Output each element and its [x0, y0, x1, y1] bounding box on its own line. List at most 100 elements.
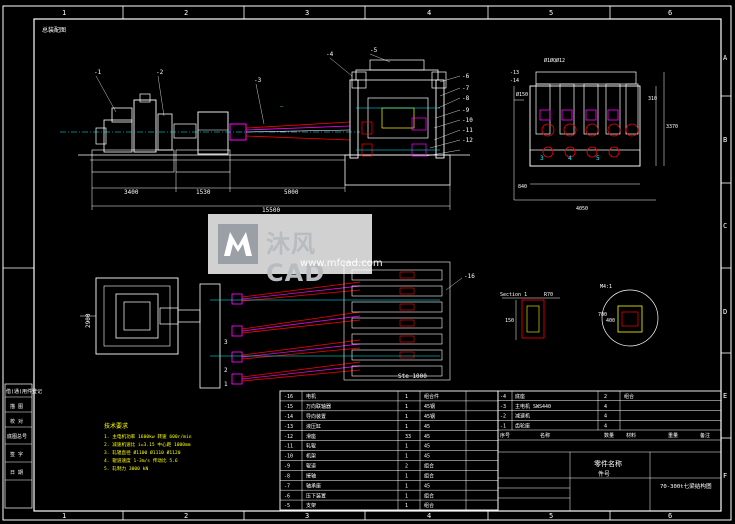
svg-text:5: 5: [596, 155, 600, 162]
svg-text:-7: -7: [462, 85, 470, 92]
row-label: A: [723, 54, 728, 62]
table-cell-material: 组合: [624, 393, 634, 400]
table-cell-name: 电机: [306, 393, 316, 400]
svg-text:—: —: [280, 104, 284, 110]
table-cell-qty: 1: [405, 454, 408, 460]
table-cell-qty: 1: [405, 424, 408, 430]
col-label: 3: [305, 512, 309, 520]
table-cell-qty: 1: [405, 483, 408, 489]
table-cell-name: 液压缸: [306, 423, 321, 430]
table-cell-no: -2: [500, 414, 506, 420]
table-cell-no: -4: [500, 394, 506, 400]
part-name: 零件名称: [594, 459, 622, 468]
table-cell-no: -14: [284, 414, 293, 420]
svg-text:-16: -16: [464, 273, 475, 280]
table-cell-material: 45: [424, 454, 430, 460]
col-label: 2: [184, 512, 188, 520]
svg-text:-5: -5: [370, 47, 378, 54]
table-cell-name: 底座: [515, 393, 525, 400]
dim-text: 15500: [262, 207, 280, 214]
table-cell-no: -16: [284, 394, 293, 400]
table-cell-name: 主电机 SWS440: [515, 403, 551, 410]
table-header-cell: 重量: [668, 432, 678, 439]
note-line: 4. 辊道速度 1-3m/s 传动比 5.6: [104, 457, 178, 464]
dim-text: 3400: [124, 189, 139, 196]
table-cell-qty: 1: [405, 473, 408, 479]
table-cell-qty: 4: [604, 423, 607, 429]
note-line: 5. 轧制力 3000 kN: [104, 465, 148, 472]
svg-text:Section 1: Section 1: [500, 292, 527, 298]
row-label: C: [723, 222, 727, 230]
table-cell-qty: 1: [405, 503, 408, 509]
note-line: 2. 减速机速比 i=3.15 中心距 1000mm: [104, 441, 191, 448]
table-cell-material: 组合: [424, 492, 434, 499]
svg-text:-9: -9: [462, 107, 470, 114]
table-cell-no: -9: [284, 464, 290, 470]
column-labels: 1 2 3 4 5 6 1 2 3 4 5 6: [62, 9, 672, 520]
svg-text:-6: -6: [462, 73, 470, 80]
table-cell-name: 机架: [306, 453, 316, 460]
strip-cell: 借(通)用件登记: [6, 388, 42, 395]
front-view: -1-2-3 -4-5 -6-7-8 -9-10-11 -12 — 3400 1…: [60, 47, 473, 214]
svg-text:3: 3: [540, 155, 544, 162]
table-cell-material: 45: [424, 444, 430, 450]
svg-text:-8: -8: [462, 95, 470, 102]
table-cell-material: 组合: [424, 472, 434, 479]
table-cell-name: 轴承座: [306, 482, 321, 489]
table-cell-material: 组合件: [424, 393, 439, 400]
table-cell-material: 组合: [424, 502, 434, 509]
svg-text:-2: -2: [156, 69, 164, 76]
table-cell-no: -13: [284, 424, 293, 430]
watermark-logo-icon: [218, 224, 258, 264]
table-cell-name: 辊道: [306, 463, 316, 470]
svg-text:-1: -1: [94, 69, 102, 76]
strip-cell: 日 期: [10, 470, 23, 476]
svg-text:700: 700: [598, 312, 607, 318]
table-cell-name: 压下装置: [306, 492, 326, 499]
strip-cell: 签 字: [10, 451, 23, 458]
table-cell-name: 万向联轴器: [306, 403, 331, 410]
svg-text:-14: -14: [510, 78, 519, 84]
watermark: 沐风CAD: [208, 214, 372, 287]
row-labels: A B C D E F: [723, 54, 728, 480]
svg-text:2: 2: [224, 367, 228, 374]
strip-cell: 校 对: [10, 418, 23, 425]
svg-text:1: 1: [224, 381, 228, 388]
table-cell-qty: 4: [604, 414, 607, 420]
table-cell-material: 45: [424, 483, 430, 489]
table-cell-qty: 2: [604, 394, 607, 400]
part-label: 件号: [598, 470, 610, 478]
table-cell-name: 导向装置: [306, 413, 326, 420]
frame-grid: [3, 6, 731, 520]
col-label: 5: [549, 9, 553, 17]
table-cell-no: -7: [284, 483, 290, 489]
svg-text:3: 3: [224, 339, 228, 346]
col-label: 6: [668, 512, 672, 520]
table-header-cell: 名称: [540, 432, 550, 439]
svg-text:-12: -12: [462, 137, 473, 144]
drawing-name: 70-300t七梁结构图: [660, 482, 712, 490]
svg-text:-13: -13: [510, 70, 519, 76]
row-label: E: [723, 392, 727, 400]
note-line: 1. 主电机功率 1600kw 转速 600r/min: [104, 433, 192, 440]
svg-text:310: 310: [648, 96, 657, 102]
row-label: F: [723, 472, 727, 480]
table-cell-no: -8: [284, 473, 290, 479]
svg-text:-11: -11: [462, 127, 473, 134]
col-label: 4: [427, 9, 431, 17]
tech-notes: 技术要求 1. 主电机功率 1600kw 转速 600r/min 2. 减速机速…: [104, 422, 192, 472]
table-cell-qty: 1: [405, 394, 408, 400]
note-line: 3. 轧辊直径 Ø1100 Ø1110 Ø1120: [104, 449, 181, 456]
col-label: 1: [62, 512, 66, 520]
table-cell-name: 支架: [306, 502, 316, 509]
table-cell-no: -12: [284, 434, 293, 440]
outer-frame: [2, 5, 732, 521]
table-header-cell: 材料: [626, 432, 636, 439]
dim-text: 1530: [196, 189, 211, 196]
watermark-url: www.mfcad.com: [300, 258, 383, 269]
table-header-cell: 备注: [700, 432, 710, 439]
svg-text:-10: -10: [462, 117, 473, 124]
strip-cell: 描 图: [10, 403, 23, 410]
notes-title: 技术要求: [104, 422, 128, 430]
